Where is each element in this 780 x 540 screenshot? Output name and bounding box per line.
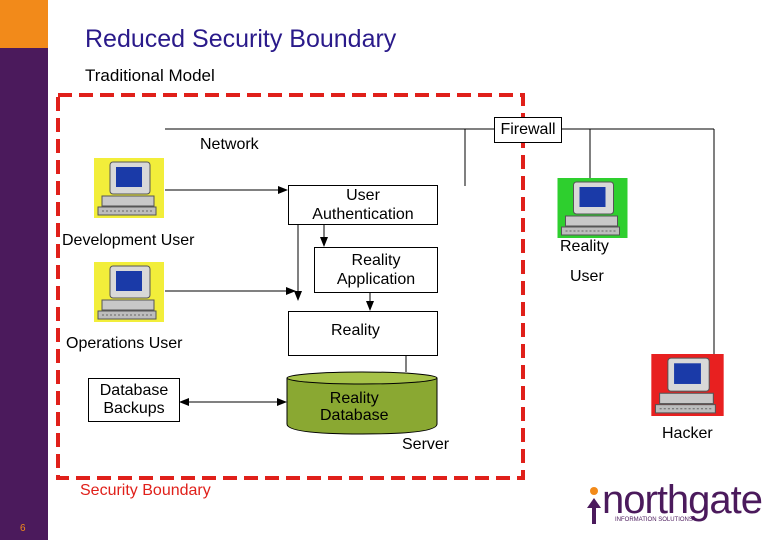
reality-user-line2: User	[570, 268, 604, 285]
reality-user-computer-icon	[557, 178, 628, 238]
database-backups-box: Database Backups	[88, 378, 180, 422]
development-user-computer-icon	[94, 158, 164, 218]
operations-user-label: Operations User	[66, 335, 183, 352]
reality-db-line2: Database	[320, 407, 389, 424]
firewall-label: Firewall	[494, 117, 562, 143]
user-auth-line1: User	[346, 187, 380, 204]
hacker-computer-icon	[651, 354, 724, 416]
db-backups-line2: Backups	[103, 400, 165, 417]
database-cylinder	[286, 371, 438, 435]
hacker-label: Hacker	[662, 425, 713, 442]
reality-database-label: Reality Database	[320, 390, 389, 424]
reality-db-line1: Reality	[329, 390, 379, 407]
operations-user-computer-icon	[94, 262, 164, 322]
brand-sidebar	[0, 0, 48, 540]
page-number: 6	[20, 523, 26, 534]
user-authentication-box: User Authentication	[288, 185, 438, 225]
server-label: Server	[402, 436, 450, 453]
reality-app-line2: Application	[336, 271, 416, 288]
reality-user-line1: Reality	[560, 238, 609, 255]
brand-accent-block	[0, 0, 48, 48]
development-user-label: Development User	[62, 232, 195, 249]
northgate-logo-tagline: INFORMATION SOLUTIONS	[615, 517, 693, 523]
reality-box-label: Reality	[331, 322, 380, 339]
network-label: Network	[200, 136, 259, 153]
reality-application-box: Reality Application	[314, 247, 438, 293]
reality-box: Reality	[288, 311, 438, 356]
user-auth-line2: Authentication	[312, 206, 414, 223]
security-boundary-rect	[56, 93, 525, 480]
db-backups-line1: Database	[99, 382, 169, 399]
northgate-logo-text: northgate	[602, 478, 763, 522]
northgate-arrow-icon	[587, 487, 601, 524]
security-boundary-label: Security Boundary	[80, 482, 211, 499]
slide-title: Reduced Security Boundary	[85, 25, 397, 53]
reality-app-line1: Reality	[351, 252, 401, 269]
slide-subtitle: Traditional Model	[85, 66, 215, 85]
